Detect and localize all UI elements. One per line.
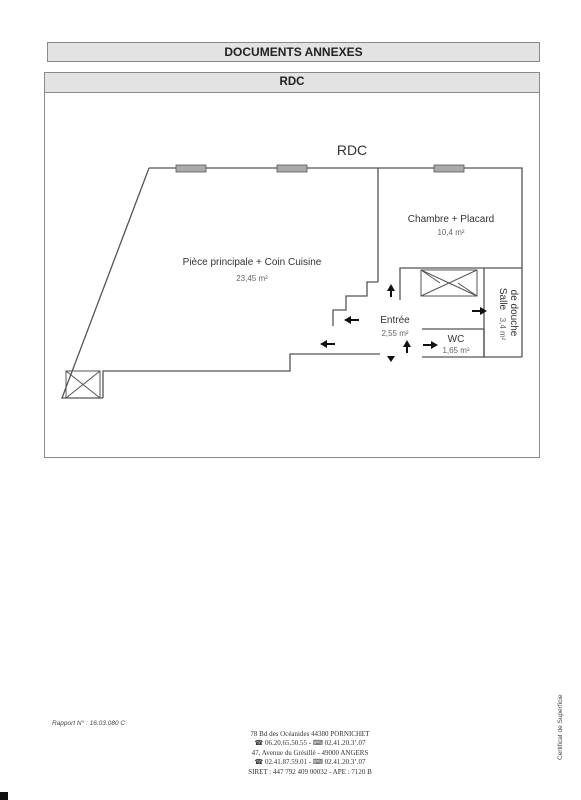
footer-phone-pornichet: ☎ 06.20.65.50.55 - ⌨ 02.41.20.3’.07 [254, 739, 366, 748]
wall-bottom-left [102, 353, 380, 398]
footer-address-angers: 47, Avenue du Grésillé - 49000 ANGERS [251, 748, 369, 757]
room-chambre-area: 10,4 m² [437, 228, 464, 237]
scan-mark [0, 792, 8, 800]
arrow-left-stairs [344, 316, 351, 324]
room-chambre-name: Chambre + Placard [408, 214, 494, 225]
room-shower-name-line2: Salle [497, 288, 508, 311]
rdc-section: RDC [44, 72, 540, 458]
room-entree-area: 2,55 m² [381, 329, 408, 338]
room-wc-name: WC [448, 334, 465, 345]
shower-fixture [420, 269, 478, 297]
corner-fixture [65, 370, 101, 399]
room-wc-area: 1,65 m² [442, 346, 469, 355]
report-number: Rapport N° : 16.03.080 C [52, 720, 126, 727]
direction-arrows [320, 284, 487, 362]
arrow-up-chambre [387, 284, 395, 291]
footer-address-pornichet: 78 Bd des Océanides 44380 PORNICHET [250, 730, 370, 738]
room-shower-area: 3,4 m² [498, 318, 507, 341]
wall-top-right [378, 167, 523, 357]
arrow-right-wc [431, 341, 438, 349]
room-entree-name: Entrée [380, 315, 410, 326]
wc-wall [422, 328, 485, 358]
window-2 [276, 164, 308, 173]
arrow-up-entree [403, 340, 411, 347]
window-3 [433, 164, 465, 173]
wall-left-diagonal [61, 167, 150, 399]
certificate-side-label: Certificat de Superficie [557, 694, 564, 760]
arrow-down-entree [387, 356, 395, 362]
arrow-right-shower [480, 307, 487, 315]
room-main-name: Pièce principale + Coin Cuisine [183, 257, 322, 268]
rdc-section-title: RDC [45, 73, 539, 93]
arrow-left-main [320, 340, 327, 348]
plan-level-label: RDC [337, 142, 367, 158]
room-main-area: 23,45 m² [236, 274, 268, 283]
staircase-wall [332, 281, 378, 326]
documents-annexes-title: DOCUMENTS ANNEXES [47, 42, 540, 62]
company-footer: 78 Bd des Océanides 44380 PORNICHET ☎ 06… [230, 730, 390, 777]
room-shower-name-line1: de douche [508, 290, 519, 337]
window-1 [175, 164, 207, 173]
footer-siret: SIRET : 447 792 409 00032 - APE : 7120 B [248, 767, 372, 776]
footer-phone-angers: ☎ 02.41.87.59.01 - ⌨ 02.41.20.3’.07 [254, 758, 366, 767]
